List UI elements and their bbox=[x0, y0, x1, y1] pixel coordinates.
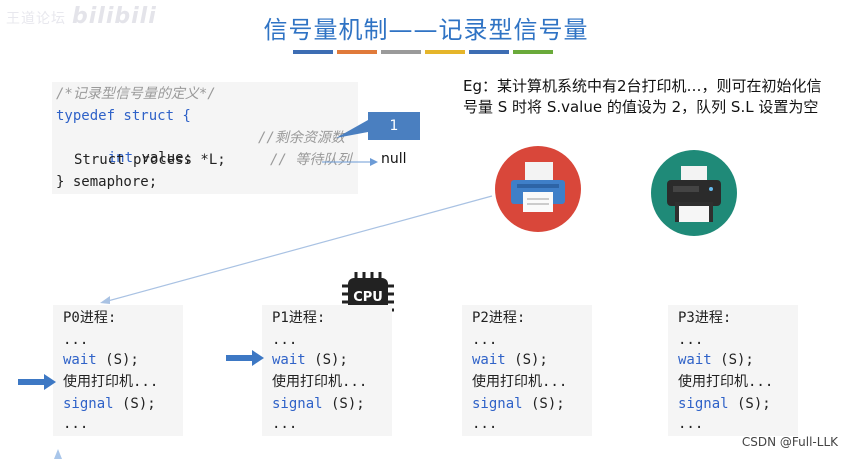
signal-args: (S); bbox=[113, 396, 156, 412]
wait-args: (S); bbox=[96, 352, 139, 368]
queue-arrow-head bbox=[370, 158, 378, 166]
process-signal-line: signal (S); bbox=[272, 393, 365, 415]
p0-execution-pointer-icon bbox=[18, 374, 56, 390]
code-queue-comment: // 等待队列 bbox=[270, 152, 352, 168]
value-box: 1 bbox=[368, 112, 420, 140]
code-comment-definition: /*记录型信号量的定义*/ bbox=[56, 86, 216, 102]
signal-keyword: signal bbox=[63, 396, 114, 412]
process-name: P0进程: bbox=[63, 310, 117, 326]
wait-keyword: wait bbox=[272, 352, 306, 368]
process-name: P2进程: bbox=[472, 310, 526, 326]
process-use-printer-line: 使用打印机... bbox=[63, 374, 159, 390]
page-title: 信号量机制——记录型信号量 bbox=[263, 16, 589, 44]
process-name: P3进程: bbox=[678, 310, 732, 326]
code-process-line: Struct process *L; bbox=[74, 152, 226, 168]
semaphore-code-block: /*记录型信号量的定义*/ typedef struct { int value… bbox=[52, 82, 358, 194]
printer-2-graphic bbox=[667, 166, 721, 222]
code-int-keyword: int bbox=[107, 150, 134, 166]
color-bar-3 bbox=[381, 50, 421, 54]
code-value-line: int value; bbox=[74, 128, 192, 166]
signal-args: (S); bbox=[728, 396, 771, 412]
footer-credit: CSDN @Full-LLK bbox=[741, 435, 838, 449]
wait-args: (S); bbox=[305, 352, 348, 368]
signal-keyword: signal bbox=[472, 396, 523, 412]
color-bar-2 bbox=[337, 50, 377, 54]
process-line-ellipsis-end: ... bbox=[472, 416, 498, 432]
process-p1: P1进程: ... wait (S); 使用打印机... signal (S);… bbox=[262, 305, 392, 436]
code-value-text: value; bbox=[133, 150, 193, 166]
printer-2-icon bbox=[651, 150, 737, 236]
color-bar-1 bbox=[293, 50, 333, 54]
process-use-printer-line: 使用打印机... bbox=[472, 374, 568, 390]
cpu-label: CPU bbox=[353, 290, 383, 305]
watermark: 王道论坛 bilibili bbox=[6, 4, 157, 29]
process-wait-line: wait (S); bbox=[63, 349, 139, 371]
color-bar-5 bbox=[469, 50, 509, 54]
bottom-up-arrow bbox=[54, 449, 62, 459]
process-p0: P0进程: ... wait (S); 使用打印机... signal (S);… bbox=[53, 305, 183, 436]
process-line-ellipsis: ... bbox=[678, 332, 704, 348]
process-p3: P3进程: ... wait (S); 使用打印机... signal (S);… bbox=[668, 305, 798, 436]
watermark-brand: bilibili bbox=[72, 4, 157, 29]
signal-keyword: signal bbox=[678, 396, 729, 412]
process-wait-line: wait (S); bbox=[678, 349, 754, 371]
color-bar-6 bbox=[513, 50, 553, 54]
process-use-printer-line: 使用打印机... bbox=[678, 374, 774, 390]
process-line-ellipsis: ... bbox=[63, 332, 89, 348]
printer-to-p0-arrowhead bbox=[100, 296, 110, 304]
wait-args: (S); bbox=[505, 352, 548, 368]
printer-to-p0-line bbox=[103, 195, 493, 303]
process-wait-line: wait (S); bbox=[472, 349, 548, 371]
process-line-ellipsis: ... bbox=[272, 332, 298, 348]
process-line-ellipsis: ... bbox=[472, 332, 498, 348]
printer-1-icon bbox=[495, 146, 581, 232]
process-signal-line: signal (S); bbox=[678, 393, 771, 415]
title-color-bars bbox=[293, 50, 553, 54]
printer-1-graphic bbox=[511, 162, 565, 212]
process-p2: P2进程: ... wait (S); 使用打印机... signal (S);… bbox=[462, 305, 592, 436]
process-line-ellipsis-end: ... bbox=[63, 416, 89, 432]
process-wait-line: wait (S); bbox=[272, 349, 348, 371]
p1-execution-pointer-icon bbox=[226, 350, 264, 366]
wait-keyword: wait bbox=[63, 352, 97, 368]
code-semaphore-line: } semaphore; bbox=[56, 174, 158, 190]
wait-keyword: wait bbox=[678, 352, 712, 368]
color-bar-4 bbox=[425, 50, 465, 54]
process-line-ellipsis-end: ... bbox=[272, 416, 298, 432]
code-typedef-line: typedef struct { bbox=[56, 108, 191, 124]
process-use-printer-line: 使用打印机... bbox=[272, 374, 368, 390]
process-line-ellipsis-end: ... bbox=[678, 416, 704, 432]
watermark-text: 王道论坛 bbox=[6, 11, 66, 27]
wait-args: (S); bbox=[711, 352, 754, 368]
signal-args: (S); bbox=[322, 396, 365, 412]
process-signal-line: signal (S); bbox=[472, 393, 565, 415]
example-text: Eg：某计算机系统中有2台打印机…，则可在初始化信号量 S 时将 S.value… bbox=[463, 77, 822, 116]
process-name: P1进程: bbox=[272, 310, 326, 326]
process-signal-line: signal (S); bbox=[63, 393, 156, 415]
signal-args: (S); bbox=[522, 396, 565, 412]
value-callout-pointer bbox=[336, 120, 368, 138]
null-label: null bbox=[381, 151, 407, 167]
signal-keyword: signal bbox=[272, 396, 323, 412]
code-value-comment: //剩余资源数 bbox=[258, 130, 345, 146]
wait-keyword: wait bbox=[472, 352, 506, 368]
